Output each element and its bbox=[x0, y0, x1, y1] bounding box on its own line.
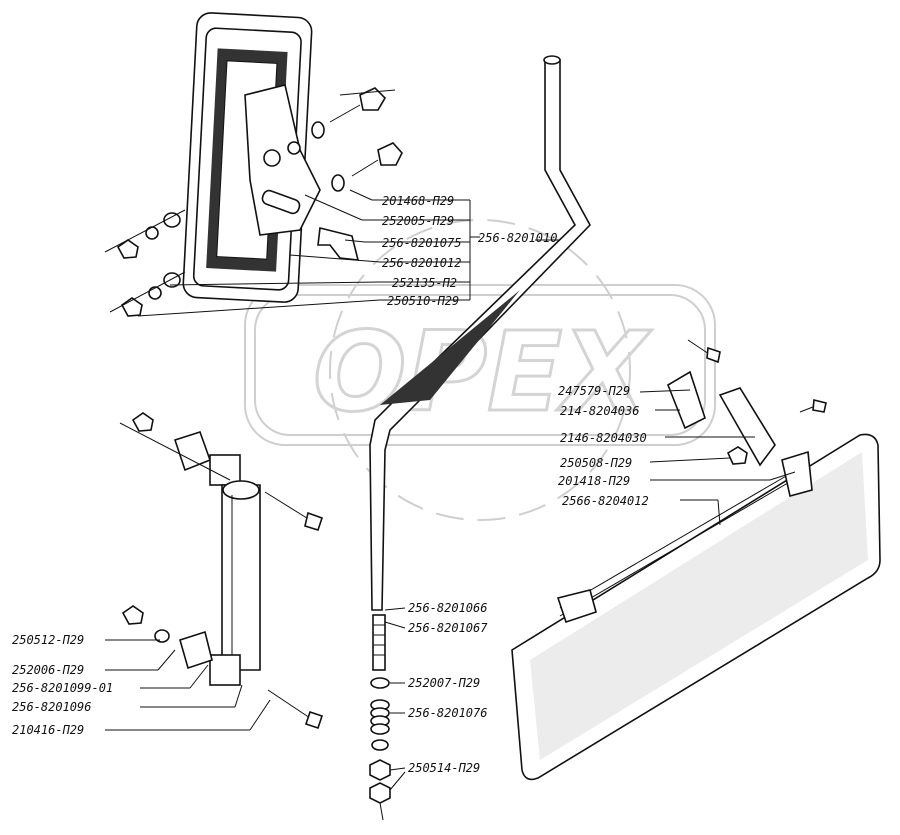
mirror-assembly bbox=[182, 12, 360, 303]
label-256-8201067: 256-8201067 bbox=[408, 621, 488, 635]
label-256-8201010: 256-8201010 bbox=[478, 231, 557, 245]
label-256-8201012: 256-8201012 bbox=[382, 256, 461, 270]
label-256-8201076: 256-8201076 bbox=[408, 706, 487, 720]
label-250514: 250514-П29 bbox=[408, 761, 480, 775]
bracket-assembly bbox=[119, 412, 324, 730]
label-214-8204036: 214-8204036 bbox=[560, 404, 639, 418]
leader-lines bbox=[105, 189, 770, 791]
sun-visor bbox=[511, 339, 881, 781]
label-2146-8204030: 2146-8204030 bbox=[560, 431, 647, 445]
mirror-arm bbox=[369, 55, 591, 821]
label-250510: 250510-П29 bbox=[387, 294, 459, 308]
label-252005: 252005-П29 bbox=[382, 214, 454, 228]
mirror-fasteners bbox=[104, 87, 403, 317]
label-252135: 252135-П2 bbox=[392, 276, 457, 290]
label-256-8201096: 256-8201096 bbox=[12, 700, 91, 714]
label-210416: 210416-П29 bbox=[12, 723, 84, 737]
label-252006: 252006-П29 bbox=[12, 663, 84, 677]
label-256-8201099-01: 256-8201099-01 bbox=[12, 681, 113, 695]
label-201468: 201468-П29 bbox=[382, 194, 454, 208]
label-256-8201075: 256-8201075 bbox=[382, 236, 461, 250]
label-256-8201066: 256-8201066 bbox=[408, 601, 487, 615]
label-247579: 247579-П29 bbox=[558, 384, 630, 398]
label-2566-8204012: 2566-8204012 bbox=[562, 494, 649, 508]
label-250508: 250508-П29 bbox=[560, 456, 632, 470]
part-labels: 201468-П29 252005-П29 256-8201075 256-82… bbox=[12, 194, 649, 775]
label-252007: 252007-П29 bbox=[408, 676, 480, 690]
label-201418: 201418-П29 bbox=[558, 474, 630, 488]
label-250512: 250512-П29 bbox=[12, 633, 84, 647]
watermark-logo: OPEX bbox=[244, 219, 716, 521]
